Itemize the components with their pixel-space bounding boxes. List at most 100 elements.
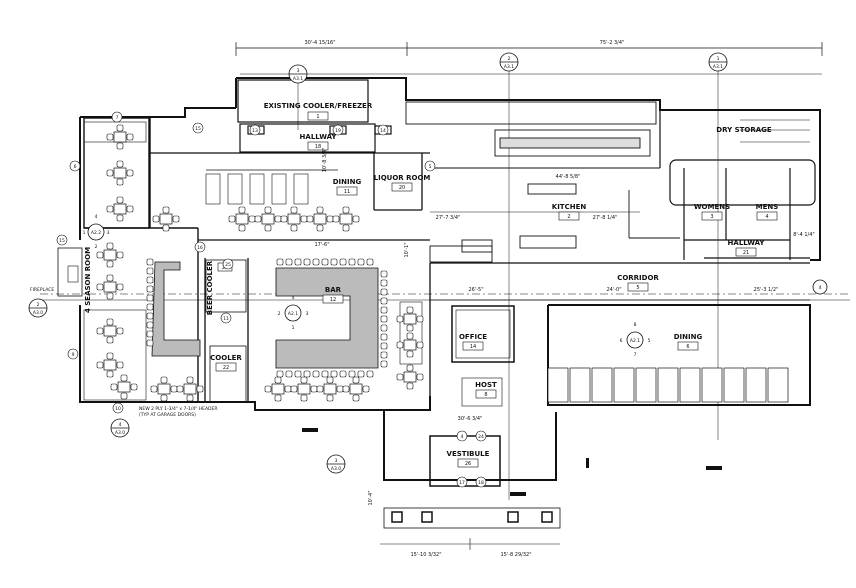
chair (321, 258, 329, 266)
svg-text:1: 1 (717, 56, 720, 62)
table (159, 213, 173, 225)
chair (106, 133, 114, 141)
table (313, 213, 327, 225)
table (235, 213, 249, 225)
dim-vestibule-width: 30'-6 3/4" (458, 416, 483, 422)
chair (406, 324, 414, 332)
note-fireplace: FIREPLACE (30, 287, 54, 293)
table (349, 383, 363, 395)
room-hallway: HALLWAY (300, 133, 338, 141)
section-marker-bottom-left: 4 A3.0 (110, 418, 130, 438)
chair (106, 352, 114, 360)
room-kitchen: KITCHEN (552, 203, 587, 211)
chair (406, 364, 414, 372)
chair (416, 341, 424, 349)
chair (303, 370, 311, 378)
door-tags: 7 6 13 14 15 16 19 10 11 9 5 25 24 17 18… (56, 111, 487, 488)
door-tag-10: 10 (115, 406, 121, 412)
chair (362, 385, 370, 393)
chair (406, 350, 414, 358)
door-tag-17: 17 (459, 480, 465, 486)
room-num-14: 14 (470, 344, 476, 350)
chair (290, 206, 298, 214)
dim-corridor-mid: 24'-0" (606, 287, 621, 293)
chair (106, 205, 114, 213)
svg-text:7: 7 (634, 352, 637, 358)
chair (116, 124, 124, 132)
chair (116, 251, 124, 259)
chair (146, 339, 154, 347)
svg-text:1: 1 (292, 325, 295, 331)
exterior-walls (79, 77, 821, 481)
chair (120, 392, 128, 400)
dim-bar-width: 17'-6" (314, 242, 329, 248)
door-tag-4: 4 (461, 434, 464, 440)
room-existing-cooler-freezer: EXISTING COOLER/FREEZER (264, 102, 373, 110)
chair (264, 385, 272, 393)
svg-text:A3.1: A3.1 (713, 64, 723, 70)
dim-kitchen-left: 27'-7 3/4" (436, 215, 461, 221)
dining-6-doors (547, 367, 789, 403)
chair (380, 333, 388, 341)
chair (162, 206, 170, 214)
dim-vestibule-depth: 10'-4" (368, 490, 374, 505)
table (113, 203, 127, 215)
chair (352, 394, 360, 402)
chair (406, 306, 414, 314)
svg-text:2: 2 (508, 56, 511, 62)
room-vestibule: VESTIBULE (447, 450, 490, 458)
door-tag-9: 9 (72, 352, 75, 358)
chair (116, 283, 124, 291)
chair (332, 215, 340, 223)
chair (106, 292, 114, 300)
table (403, 313, 417, 325)
chair (146, 303, 154, 311)
table (103, 281, 117, 293)
room-season-room: 4 SEASON ROOM (84, 247, 92, 313)
restrooms (659, 110, 816, 260)
chair (254, 215, 262, 223)
room-beer-cooler: BEER COOLER (206, 260, 214, 315)
chair (228, 215, 236, 223)
dim-kitchen-right: 27'-8 1/4" (593, 215, 618, 221)
room-num-2: 2 (567, 214, 570, 220)
chair (186, 376, 194, 384)
chair (106, 242, 114, 250)
chair (290, 224, 298, 232)
door-tag-16: 16 (197, 245, 203, 251)
dim-corridor-right: 25'-3 1/2" (754, 287, 779, 293)
chair (326, 376, 334, 384)
chair (264, 206, 272, 214)
svg-text:4: 4 (95, 214, 98, 220)
chair (126, 205, 134, 213)
door-tag-11: 11 (223, 316, 229, 322)
chair (116, 142, 124, 150)
chair (130, 383, 138, 391)
chair (326, 215, 334, 223)
chair (96, 251, 104, 259)
door-tag-5: 5 (429, 164, 432, 170)
chair (120, 374, 128, 382)
dim-corridor-left: 26'-5" (468, 287, 483, 293)
chair (380, 315, 388, 323)
chair (348, 370, 356, 378)
door-tag-15b: 15 (195, 126, 201, 132)
chair (116, 327, 124, 335)
svg-text:4: 4 (292, 295, 295, 301)
table (403, 371, 417, 383)
chair (339, 370, 347, 378)
chair (306, 215, 314, 223)
room-labels: EXISTING COOLER/FREEZER HALLWAY DINING L… (84, 102, 778, 458)
chair (160, 394, 168, 402)
chair (238, 206, 246, 214)
chair (316, 385, 324, 393)
door-tag-24: 24 (478, 434, 484, 440)
section-marker-right: 4 (812, 279, 828, 295)
chair (380, 306, 388, 314)
chair (276, 258, 284, 266)
dim-kitchen-width: 44'-8 5/8" (556, 174, 581, 180)
chair (342, 385, 350, 393)
chair (312, 258, 320, 266)
table (103, 359, 117, 371)
chair (96, 361, 104, 369)
